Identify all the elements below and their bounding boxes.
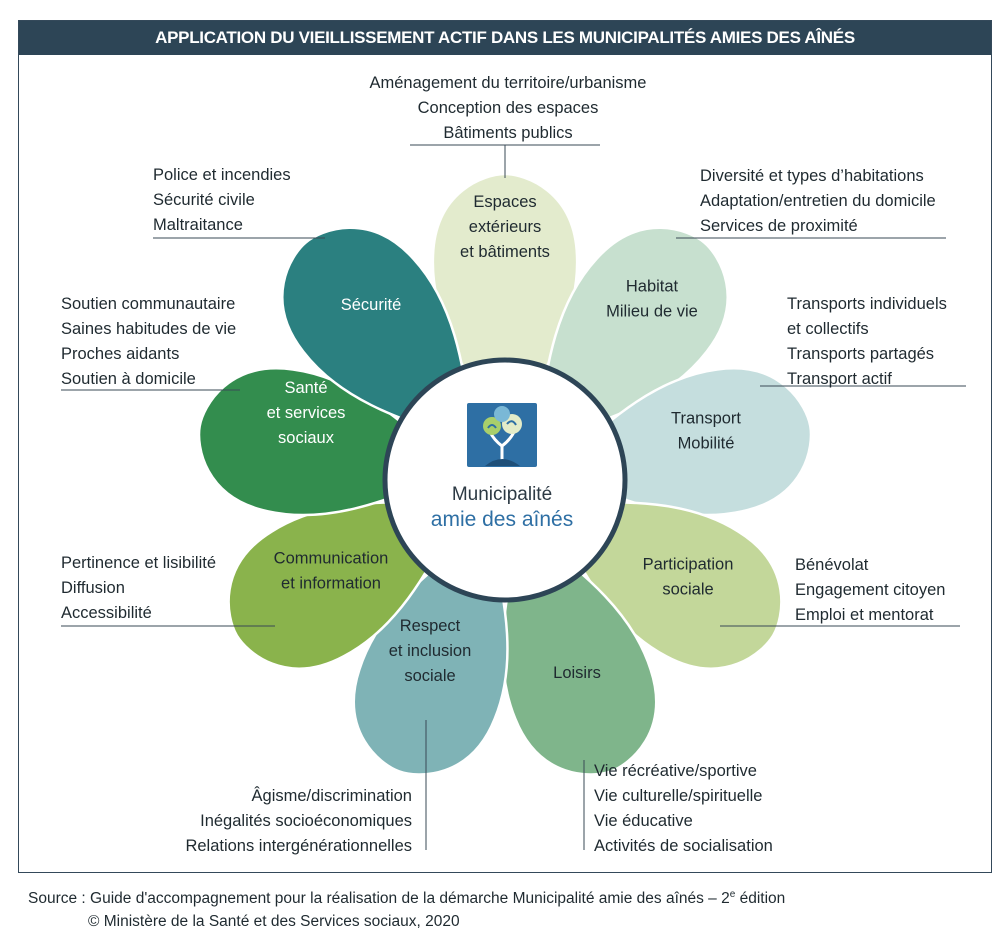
petal-label-respect: Respect	[400, 617, 461, 635]
source-line-1: Source : Guide d'accompagnement pour la …	[28, 889, 786, 908]
petal-label-sante: Santé	[284, 379, 327, 397]
list-item-respect: Inégalités socioéconomiques	[200, 812, 412, 830]
center-subtitle: amie des aînés	[431, 508, 573, 531]
petal-label-securite: Sécurité	[341, 296, 402, 314]
list-item-participation: Engagement citoyen	[795, 581, 945, 599]
list-item-securite: Sécurité civile	[153, 191, 255, 209]
petal-label-respect: sociale	[404, 667, 455, 685]
list-item-espaces: Aménagement du territoire/urbanisme	[370, 74, 647, 92]
list-item-sante: Soutien à domicile	[61, 370, 196, 388]
list-item-habitat: Services de proximité	[700, 217, 858, 235]
petal-label-communication: et information	[281, 575, 381, 593]
petal-label-habitat: Milieu de vie	[606, 303, 698, 321]
list-item-participation: Emploi et mentorat	[795, 606, 934, 624]
list-item-habitat: Diversité et types d’habitations	[700, 167, 924, 185]
source-line-2: © Ministère de la Santé et des Services …	[88, 913, 460, 931]
list-item-communication: Accessibilité	[61, 604, 152, 622]
list-item-communication: Diffusion	[61, 579, 125, 597]
petal-label-respect: et inclusion	[389, 642, 472, 660]
petal-label-sante: et services	[267, 404, 346, 422]
petal-label-habitat: Habitat	[626, 278, 679, 296]
list-item-habitat: Adaptation/entretien du domicile	[700, 192, 936, 210]
petal-label-espaces: extérieurs	[469, 218, 541, 236]
list-item-loisirs: Vie récréative/sportive	[594, 762, 757, 780]
list-item-loisirs: Vie éducative	[594, 812, 693, 830]
list-item-loisirs: Vie culturelle/spirituelle	[594, 787, 762, 805]
list-item-espaces: Conception des espaces	[418, 99, 599, 117]
list-item-sante: Proches aidants	[61, 345, 179, 363]
petal-label-sante: sociaux	[278, 429, 335, 447]
petal-label-espaces: Espaces	[473, 193, 536, 211]
list-item-securite: Maltraitance	[153, 216, 243, 234]
connector-lines	[61, 144, 966, 850]
petal-label-transport: Mobilité	[678, 435, 735, 453]
list-item-sante: Saines habitudes de vie	[61, 320, 236, 338]
source-note: Source : Guide d'accompagnement pour la …	[28, 883, 785, 933]
petal-label-transport: Transport	[671, 410, 741, 428]
list-item-loisirs: Activités de socialisation	[594, 837, 773, 855]
list-item-respect: Âgisme/discrimination	[252, 786, 412, 805]
list-item-respect: Relations intergénérationnelles	[185, 837, 412, 855]
list-item-participation: Bénévolat	[795, 556, 869, 574]
diagram-title: APPLICATION DU VIEILLISSEMENT ACTIF DANS…	[155, 28, 855, 47]
list-item-transport: Transports individuels	[787, 295, 947, 313]
diagram-frame: APPLICATION DU VIEILLISSEMENT ACTIF DANS…	[18, 20, 992, 873]
item-lists: Espaces extérieurs et bâtiments Aménagement…	[61, 74, 947, 855]
list-item-espaces: Bâtiments publics	[443, 124, 572, 142]
list-item-securite: Police et incendies	[153, 166, 291, 184]
center-title: Municipalité	[452, 484, 552, 505]
list-item-transport: Transports partagés	[787, 345, 934, 363]
petal-label-loisirs: Loisirs	[553, 664, 601, 682]
center-emblem: Municipalité amie des aînés	[382, 357, 628, 603]
petal-label-participation: sociale	[662, 581, 713, 599]
municipalite-logo-icon	[467, 403, 537, 467]
list-item-transport: et collectifs	[787, 320, 869, 338]
list-item-transport: Transport actif	[787, 370, 892, 388]
list-item-communication: Pertinence et lisibilité	[61, 554, 216, 572]
list-item-sante: Soutien communautaire	[61, 295, 235, 313]
petal-label-communication: Communication	[274, 550, 389, 568]
title-bar: APPLICATION DU VIEILLISSEMENT ACTIF DANS…	[19, 21, 991, 55]
center-circle	[382, 357, 628, 603]
petal-label-espaces: et bâtiments	[460, 243, 550, 261]
petal-label-participation: Participation	[643, 556, 734, 574]
